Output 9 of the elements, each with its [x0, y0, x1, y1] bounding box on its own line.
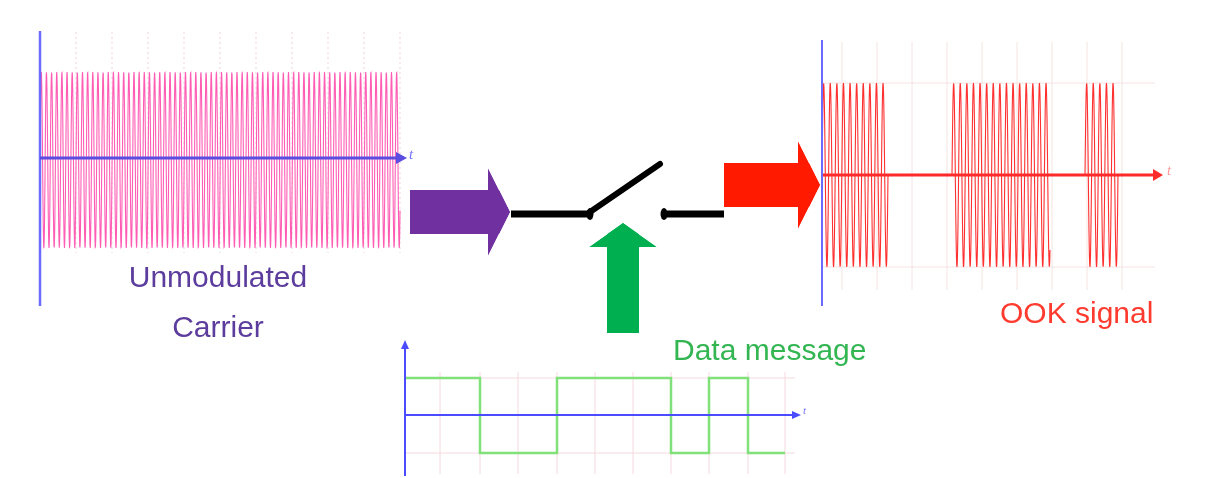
axis-label: t [409, 147, 414, 162]
block-arrow [724, 141, 820, 229]
block-arrow [589, 223, 657, 333]
axis-label: t [1167, 163, 1172, 178]
signal-label: Unmodulated Carrier [127, 259, 309, 345]
signal-label: OOK signal [1000, 295, 1155, 331]
signal-label: Data message [673, 333, 868, 367]
block-arrow [410, 168, 510, 256]
axis-label: t [803, 405, 807, 416]
